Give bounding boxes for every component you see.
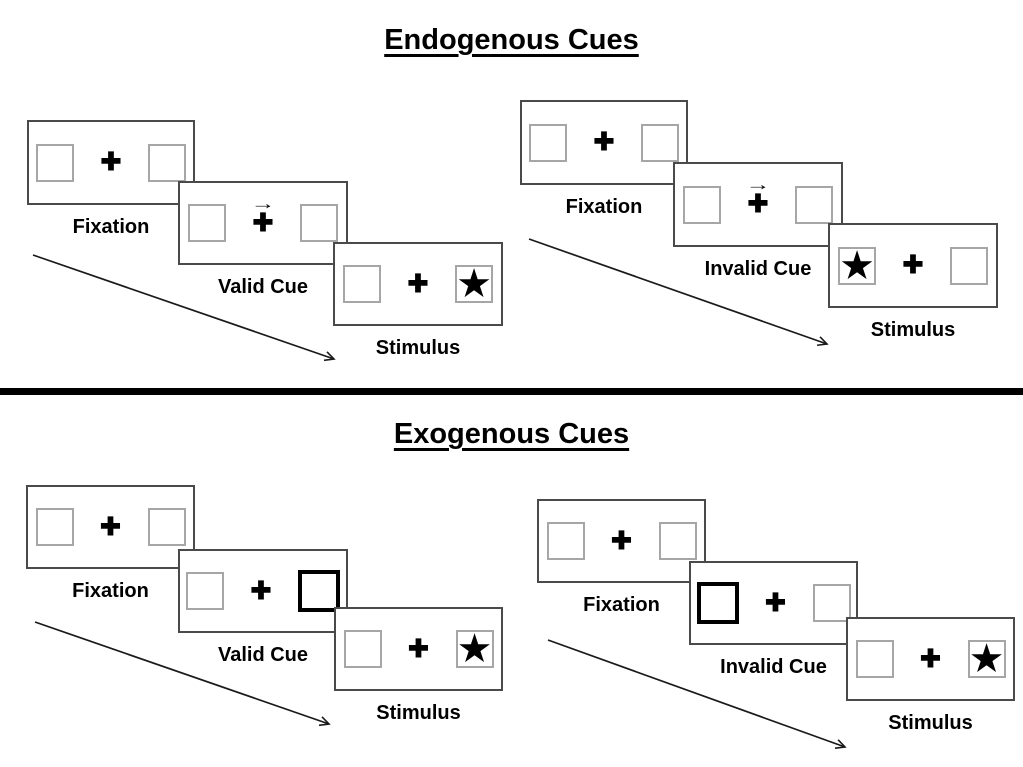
step-label-fixation: Fixation (565, 196, 643, 218)
step-label-valid-cue: Valid Cue (217, 276, 309, 298)
placeholder-box-right (812, 584, 851, 622)
endo-valid-cue-panel: → ✚ (178, 181, 348, 265)
exo-valid-fixation-panel: ✚ (26, 485, 195, 569)
fixation-cross-icon: ✚ (407, 269, 429, 298)
highlighted-cue-box-right (298, 570, 340, 612)
exo-valid-cue-panel: ✚ (178, 549, 348, 633)
step-label-fixation: Fixation (72, 216, 150, 238)
fixation-cross-icon: ✚ (408, 634, 429, 663)
step-label-valid-cue: Valid Cue (217, 644, 309, 666)
section-title-exogenous: Exogenous Cues (0, 418, 1023, 451)
endo-valid-fixation-panel: ✚ (27, 120, 195, 205)
cue-arrow-icon: → (745, 175, 771, 194)
center-display: ✚ (606, 526, 638, 555)
stimulus-box-right: ★ (455, 262, 493, 306)
timeline-arrow-endo-valid (32, 254, 334, 359)
step-label-fixation: Fixation (72, 580, 149, 602)
placeholder-box-left (529, 123, 567, 162)
placeholder-box-right (795, 185, 833, 224)
placeholder-box-right (658, 522, 697, 560)
center-display: ✚ (95, 512, 127, 541)
step-label-stimulus: Stimulus (888, 712, 973, 734)
center-display: → ✚ (742, 176, 774, 218)
step-label-stimulus: Stimulus (375, 337, 461, 359)
center-display: ✚ (915, 644, 947, 673)
endo-invalid-stimulus-panel: ★ ✚ (828, 223, 998, 308)
section-divider (0, 388, 1023, 395)
step-label-fixation: Fixation (583, 594, 660, 616)
timeline-arrow-exo-valid (34, 621, 329, 724)
star-stimulus-icon: ★ (839, 243, 875, 288)
star-stimulus-icon: ★ (456, 262, 492, 306)
timeline-arrow-endo-invalid (528, 238, 827, 344)
placeholder-box-right (641, 123, 679, 162)
endo-invalid-cue-panel: → ✚ (673, 162, 843, 247)
placeholder-box-left (855, 640, 894, 678)
center-display: ✚ (588, 130, 620, 155)
section-title-endogenous: Endogenous Cues (0, 24, 1023, 57)
highlighted-cue-box-left (696, 582, 739, 624)
step-label-invalid-cue: Invalid Cue (704, 258, 812, 280)
center-display: → ✚ (247, 195, 279, 237)
fixation-cross-icon: ✚ (765, 588, 786, 617)
endo-invalid-fixation-panel: ✚ (520, 100, 688, 185)
star-stimulus-icon: ★ (968, 637, 1005, 681)
placeholder-box-right (147, 508, 186, 546)
fixation-cross-icon: ✚ (250, 576, 272, 605)
section-title-exogenous-text: Exogenous Cues (393, 418, 630, 450)
star-stimulus-icon: ★ (456, 627, 493, 671)
fixation-cross-icon: ✚ (920, 644, 941, 673)
placeholder-box-left (36, 143, 74, 182)
stimulus-box-right: ★ (455, 627, 494, 671)
center-display: ✚ (402, 269, 434, 298)
center-display: ✚ (245, 576, 277, 605)
exo-invalid-stimulus-panel: ✚ ★ (846, 617, 1015, 701)
stimulus-box-left: ★ (838, 243, 876, 288)
center-display: ✚ (760, 588, 792, 617)
endo-valid-stimulus-panel: ✚ ★ (333, 242, 503, 326)
placeholder-box-left (35, 508, 74, 546)
placeholder-box-left (343, 265, 381, 303)
placeholder-box-right (300, 204, 338, 242)
exo-valid-stimulus-panel: ✚ ★ (334, 607, 503, 691)
center-display: ✚ (95, 150, 127, 175)
step-label-stimulus: Stimulus (376, 702, 461, 724)
section-title-endogenous-text: Endogenous Cues (384, 24, 639, 56)
placeholder-box-left (188, 204, 226, 242)
placeholder-box-left (343, 630, 382, 668)
stimulus-box-right: ★ (967, 637, 1006, 681)
placeholder-box-right (148, 143, 186, 182)
step-label-invalid-cue: Invalid Cue (720, 656, 827, 678)
placeholder-box-left (546, 522, 585, 560)
exo-invalid-fixation-panel: ✚ (537, 499, 706, 583)
center-display: ✚ (403, 634, 435, 663)
fixation-cross-icon: ✚ (252, 208, 274, 237)
cue-arrow-icon: → (250, 193, 276, 213)
fixation-cross-icon: ✚ (100, 148, 122, 176)
exo-invalid-cue-panel: ✚ (689, 561, 858, 645)
fixation-cross-icon: ✚ (902, 251, 924, 279)
center-display: ✚ (897, 253, 929, 278)
fixation-cross-icon: ✚ (100, 512, 121, 541)
fixation-cross-icon: ✚ (747, 190, 769, 218)
placeholder-box-left (683, 185, 721, 224)
step-label-stimulus: Stimulus (870, 319, 956, 341)
fixation-cross-icon: ✚ (593, 128, 615, 156)
fixation-cross-icon: ✚ (611, 526, 632, 555)
placeholder-box-right (950, 246, 988, 285)
placeholder-box-left (186, 572, 224, 610)
